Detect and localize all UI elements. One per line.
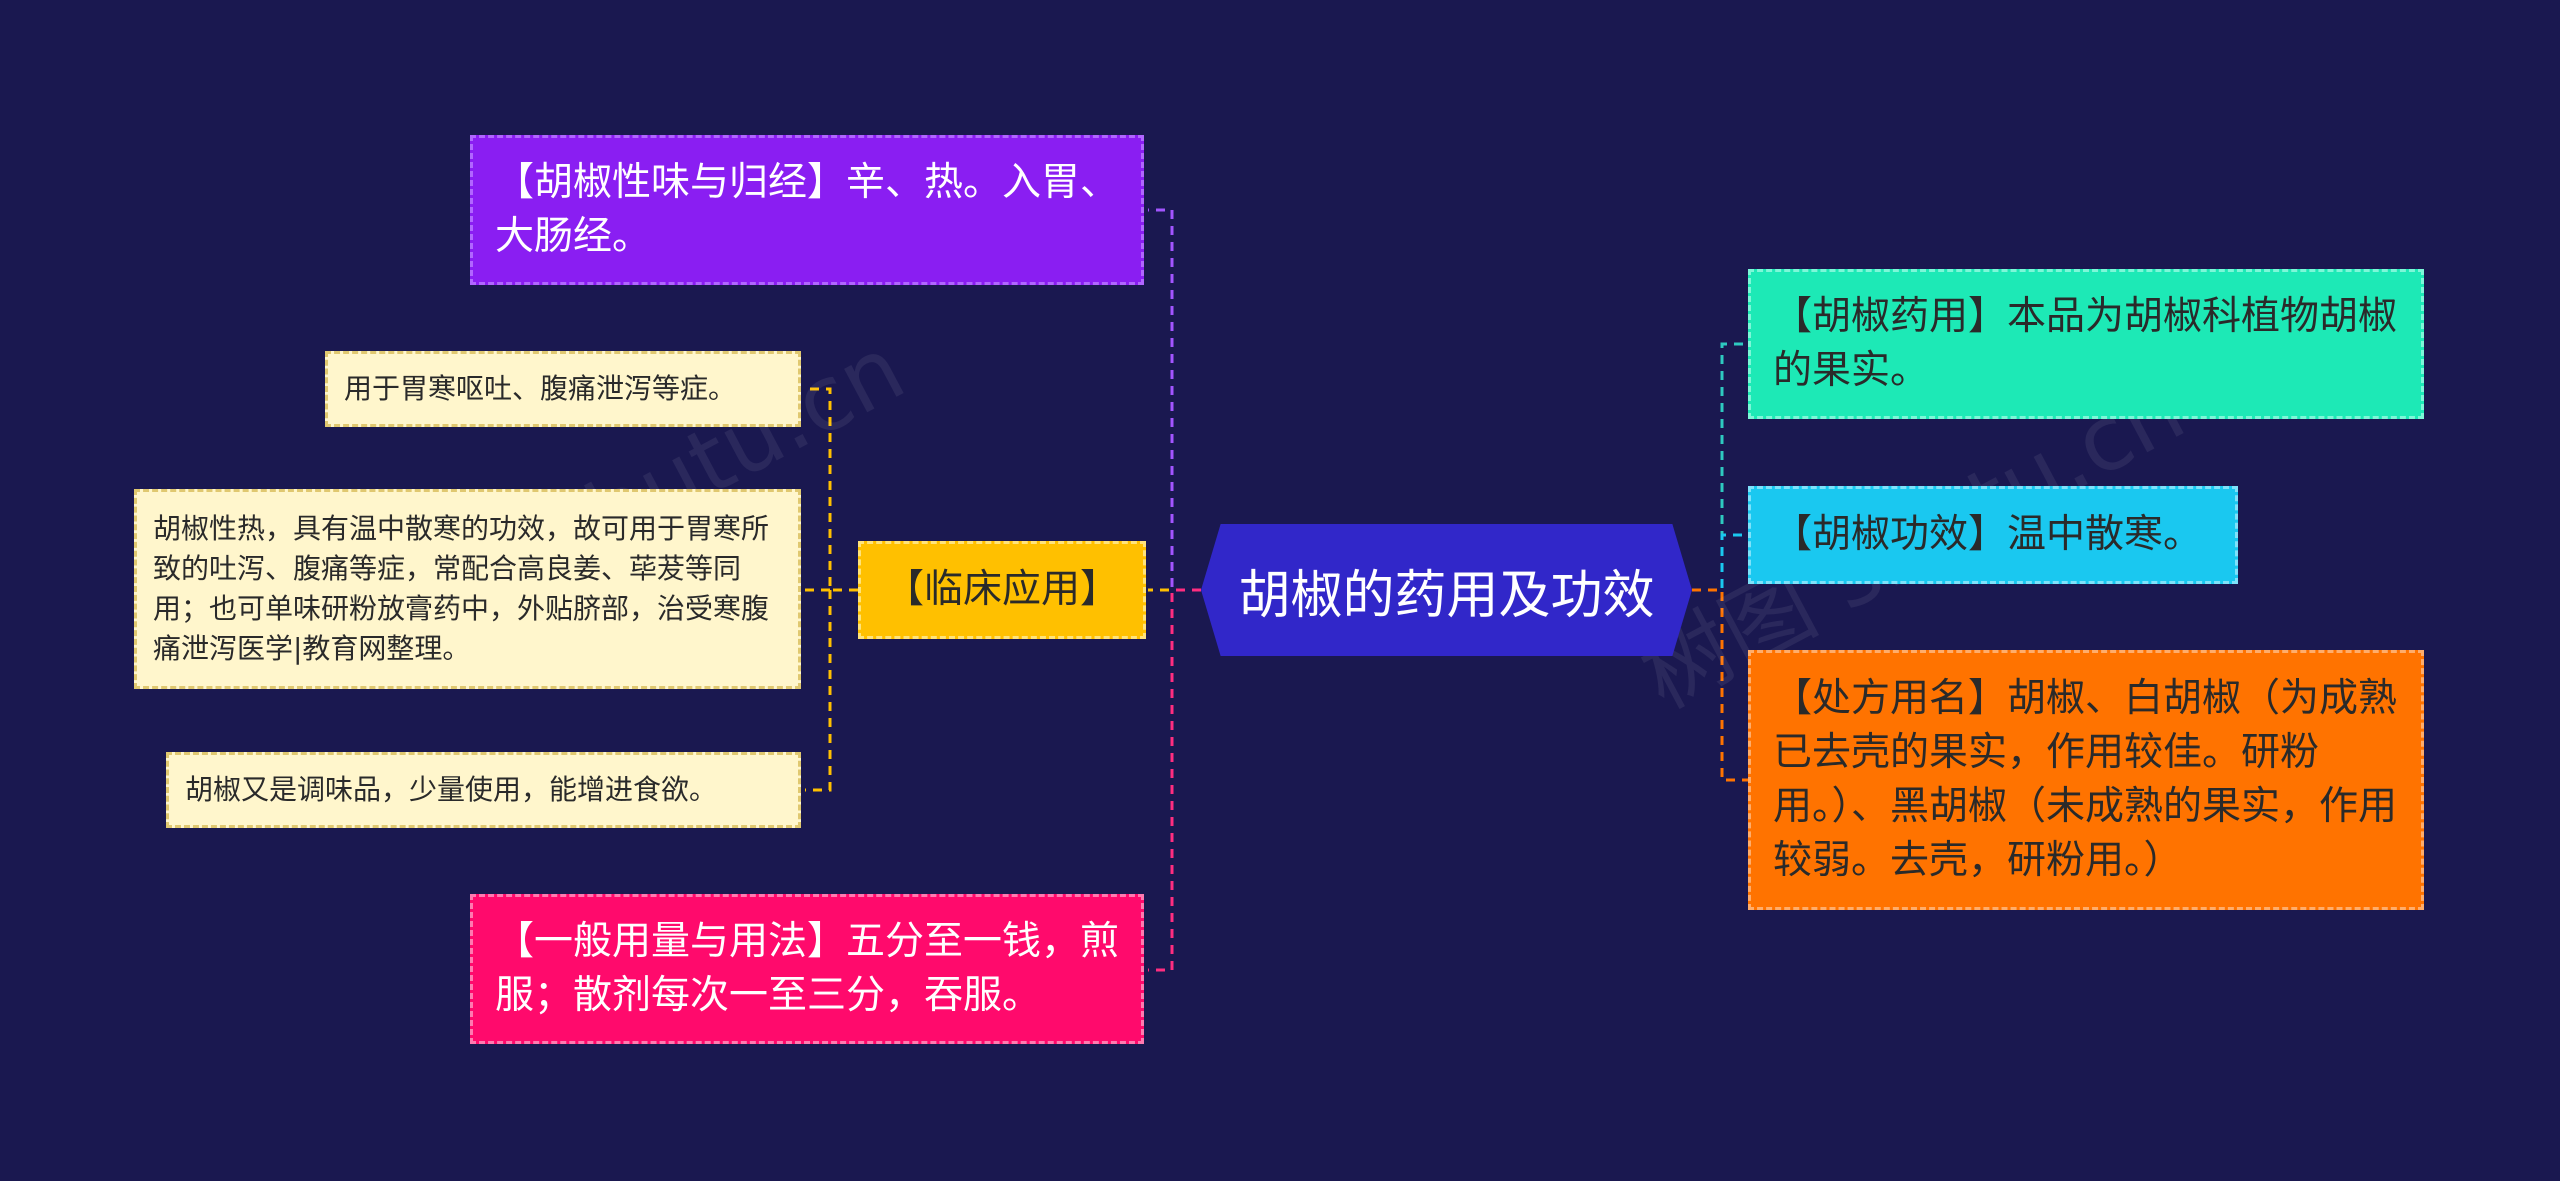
root-title: 胡椒的药用及功效 [1238, 565, 1655, 626]
node-nature-meridian[interactable]: 【胡椒性味与归经】辛、热。入胃、大肠经。 [470, 135, 1144, 285]
node-nature-text: 【胡椒性味与归经】辛、热。入胃、大肠经。 [495, 160, 1120, 259]
connector-clinical-items [805, 387, 858, 792]
root-node[interactable]: 胡椒的药用及功效 [1201, 524, 1692, 656]
clinical-item-text: 胡椒性热，具有温中散寒的功效，故可用于胃寒所致的吐泻、腹痛等症，常配合高良姜、荜… [153, 512, 770, 665]
clinical-item-text: 用于胃寒呕吐、腹痛泄泻等症。 [344, 372, 737, 405]
node-dosage-usage[interactable]: 【一般用量与用法】五分至一钱，煎服；散剂每次一至三分，吞服。 [470, 894, 1144, 1044]
node-prescription-text: 【处方用名】胡椒、白胡椒（为成熟已去壳的果实，作用较佳。研粉用。）、黑胡椒（未成… [1773, 676, 2398, 883]
connector-root-prescription [1692, 588, 1748, 782]
node-efficacy[interactable]: 【胡椒功效】温中散寒。 [1748, 486, 2238, 584]
node-clinical-item[interactable]: 胡椒性热，具有温中散寒的功效，故可用于胃寒所致的吐泻、腹痛等症，常配合高良姜、荜… [134, 489, 801, 689]
node-dosage-text: 【一般用量与用法】五分至一钱，煎服；散剂每次一至三分，吞服。 [495, 919, 1120, 1018]
connector-root-medicinal [1692, 342, 1748, 592]
connector-root-dosage [1148, 588, 1201, 972]
node-clinical-application[interactable]: 【临床应用】 [858, 541, 1146, 639]
node-efficacy-text: 【胡椒功效】温中散寒。 [1773, 512, 2203, 557]
node-medicinal-use[interactable]: 【胡椒药用】本品为胡椒科植物胡椒的果实。 [1748, 269, 2424, 419]
node-clinical-item[interactable]: 胡椒又是调味品，少量使用，能增进食欲。 [166, 752, 801, 828]
clinical-item-text: 胡椒又是调味品，少量使用，能增进食欲。 [185, 773, 718, 806]
node-medicinal-text: 【胡椒药用】本品为胡椒科植物胡椒的果实。 [1773, 294, 2398, 393]
connector-root-nature [1148, 208, 1201, 592]
node-prescription-names[interactable]: 【处方用名】胡椒、白胡椒（为成熟已去壳的果实，作用较佳。研粉用。）、黑胡椒（未成… [1748, 650, 2424, 910]
node-clinical-label: 【临床应用】 [884, 567, 1119, 612]
node-clinical-item[interactable]: 用于胃寒呕吐、腹痛泄泻等症。 [325, 351, 801, 427]
connector-root-effect [1692, 533, 1748, 592]
